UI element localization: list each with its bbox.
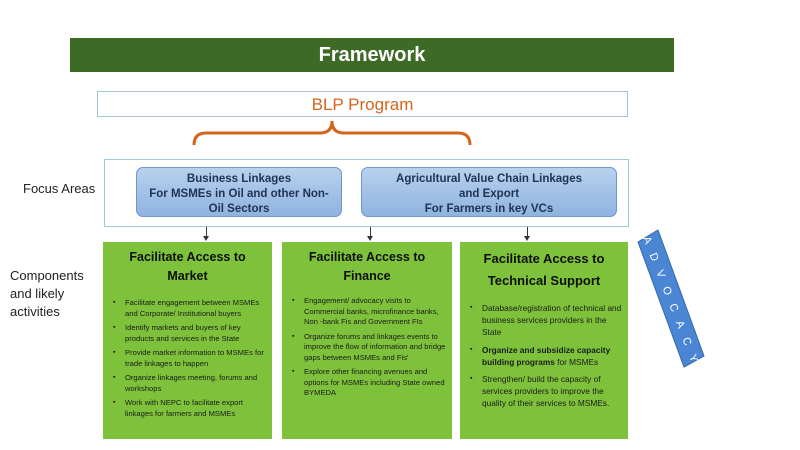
advocacy-letter: C xyxy=(679,336,693,348)
activity-item: Organize and subsidize capacity building… xyxy=(466,344,622,368)
component-market: Facilitate Access to Market Facilitate e… xyxy=(103,242,272,439)
advocacy-letter: A xyxy=(673,319,687,331)
activity-text: for MSMEs xyxy=(554,356,599,367)
focus-line: For Farmers in key VCs xyxy=(424,203,554,215)
focus-box-value-chain: Agricultural Value Chain Linkages and Ex… xyxy=(361,167,617,217)
component-title-line: Technical Support xyxy=(487,273,601,288)
program-brace xyxy=(192,120,472,146)
focus-line: For MSMEs in Oil and other Non- xyxy=(149,188,329,200)
activity-item: Database/registration of technical and b… xyxy=(466,302,622,339)
advocacy-letter: V xyxy=(653,268,667,280)
component-title-line: Finance xyxy=(343,269,391,283)
activity-list: Engagement/ advocacy visits to Commercia… xyxy=(288,296,446,399)
arrow-head-icon xyxy=(367,236,373,241)
activity-item: Identify markets and buyers of key produ… xyxy=(109,323,266,344)
focus-areas-frame xyxy=(104,159,629,227)
focus-line: Business Linkages xyxy=(186,173,292,185)
advocacy-letter: D xyxy=(647,251,661,263)
component-title: Facilitate Access to Technical Support xyxy=(466,248,622,292)
activity-item: Facilitate engagement between MSMEs and … xyxy=(109,298,266,319)
focus-line: Agricultural Value Chain Linkages xyxy=(396,173,582,185)
activity-bold-text: Organize and subsidize capacity building… xyxy=(482,344,611,367)
advocacy-letter: Y xyxy=(686,353,700,365)
activity-list: Facilitate engagement between MSMEs and … xyxy=(109,298,266,419)
focus-box-business-linkages: Business Linkages For MSMEs in Oil and o… xyxy=(136,167,342,217)
activity-list: Database/registration of technical and b… xyxy=(466,302,622,410)
arrow-line xyxy=(370,227,371,236)
components-label-line: Components xyxy=(10,268,84,283)
program-box: BLP Program xyxy=(97,91,628,117)
focus-line: Oil Sectors xyxy=(208,203,270,215)
activity-item: Work with NEPC to facilitate export link… xyxy=(109,398,266,419)
components-label-line: activities xyxy=(10,304,60,319)
component-title: Facilitate Access to Finance xyxy=(288,248,446,286)
component-title: Facilitate Access to Market xyxy=(109,248,266,286)
components-label-line: and likely xyxy=(10,286,65,301)
arrow-head-icon xyxy=(203,236,209,241)
advocacy-letter: C xyxy=(666,302,680,314)
activity-item: Organize forums and linkages events to i… xyxy=(288,332,446,364)
component-technical-support: Facilitate Access to Technical Support D… xyxy=(460,242,628,439)
component-finance: Facilitate Access to Finance Engagement/… xyxy=(282,242,452,439)
framework-title: Framework xyxy=(70,38,674,72)
activity-item: Explore other financing avenues and opti… xyxy=(288,367,446,399)
advocacy-letter: A xyxy=(640,235,654,247)
component-title-line: Facilitate Access to xyxy=(308,250,426,264)
arrow-head-icon xyxy=(524,236,530,241)
component-title-line: Facilitate Access to Market xyxy=(129,250,246,283)
activity-item: Provide market information to MSMEs for … xyxy=(109,348,266,369)
component-title-line: Facilitate Access to xyxy=(483,251,605,266)
activity-item: Strengthen/ build the capacity of servic… xyxy=(466,373,622,410)
activity-item: Organize linkages meeting, forums and wo… xyxy=(109,373,266,394)
arrow-line xyxy=(206,227,207,236)
arrow-line xyxy=(527,227,528,236)
components-label: Components and likely activities xyxy=(10,267,84,321)
focus-line: and Export xyxy=(458,188,520,200)
focus-areas-label: Focus Areas xyxy=(23,181,96,196)
activity-item: Engagement/ advocacy visits to Commercia… xyxy=(288,296,446,328)
